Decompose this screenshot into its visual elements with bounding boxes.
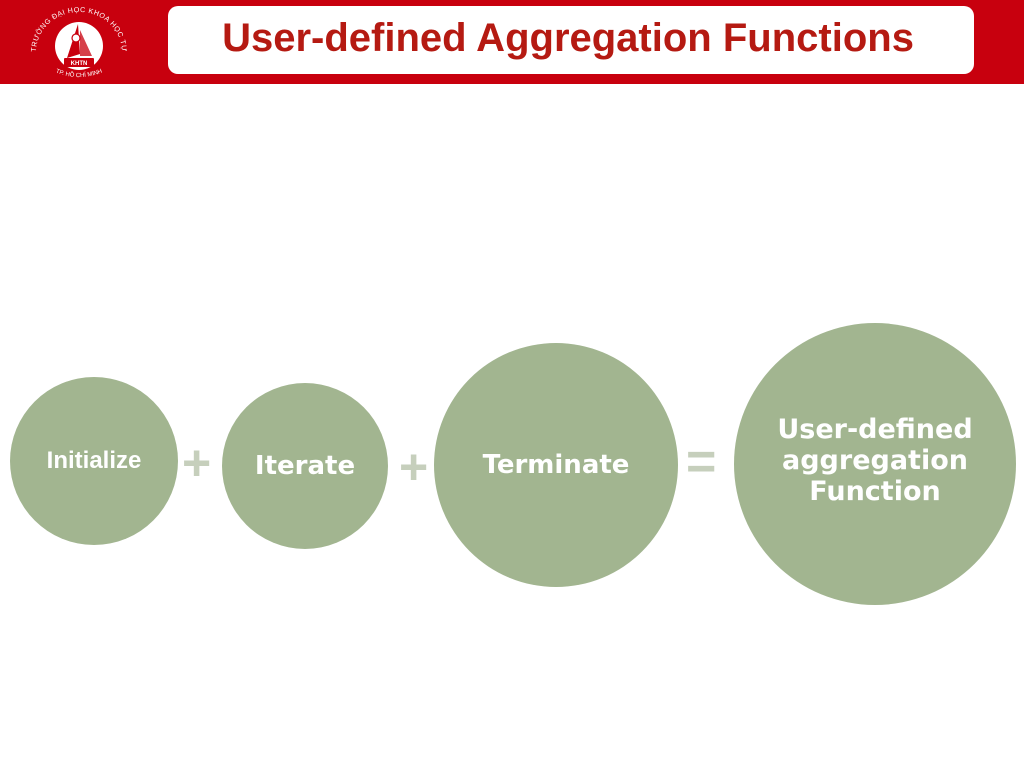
slide-title: User-defined Aggregation Functions — [222, 16, 914, 60]
svg-text:TP. HỒ CHÍ MINH: TP. HỒ CHÍ MINH — [55, 69, 103, 79]
equals-operator: = — [686, 433, 717, 491]
node-terminate: Terminate — [434, 343, 678, 587]
header-bar: TRƯỜNG ĐẠI HỌC KHOA HỌC TỰ NHIÊN TP. HỒ … — [0, 0, 1024, 84]
node-initialize: Initialize — [10, 377, 178, 545]
node-iterate-label: Iterate — [254, 451, 356, 481]
node-result-label: User-defined aggregation Function — [777, 413, 973, 507]
node-user-defined-aggregation-function: User-defined aggregation Function — [734, 323, 1016, 605]
title-box: User-defined Aggregation Functions — [168, 6, 974, 74]
university-logo: TRƯỜNG ĐẠI HỌC KHOA HỌC TỰ NHIÊN TP. HỒ … — [26, 6, 129, 79]
logo-badge-text: KHTN — [71, 61, 88, 67]
plus-operator-1: + — [182, 435, 212, 491]
node-initialize-label: Initialize — [46, 447, 142, 474]
node-terminate-label: Terminate — [482, 450, 630, 480]
plus-operator-2: + — [399, 439, 429, 495]
node-iterate: Iterate — [222, 383, 388, 549]
logo-bottom-text: TP. HỒ CHÍ MINH — [55, 69, 103, 79]
